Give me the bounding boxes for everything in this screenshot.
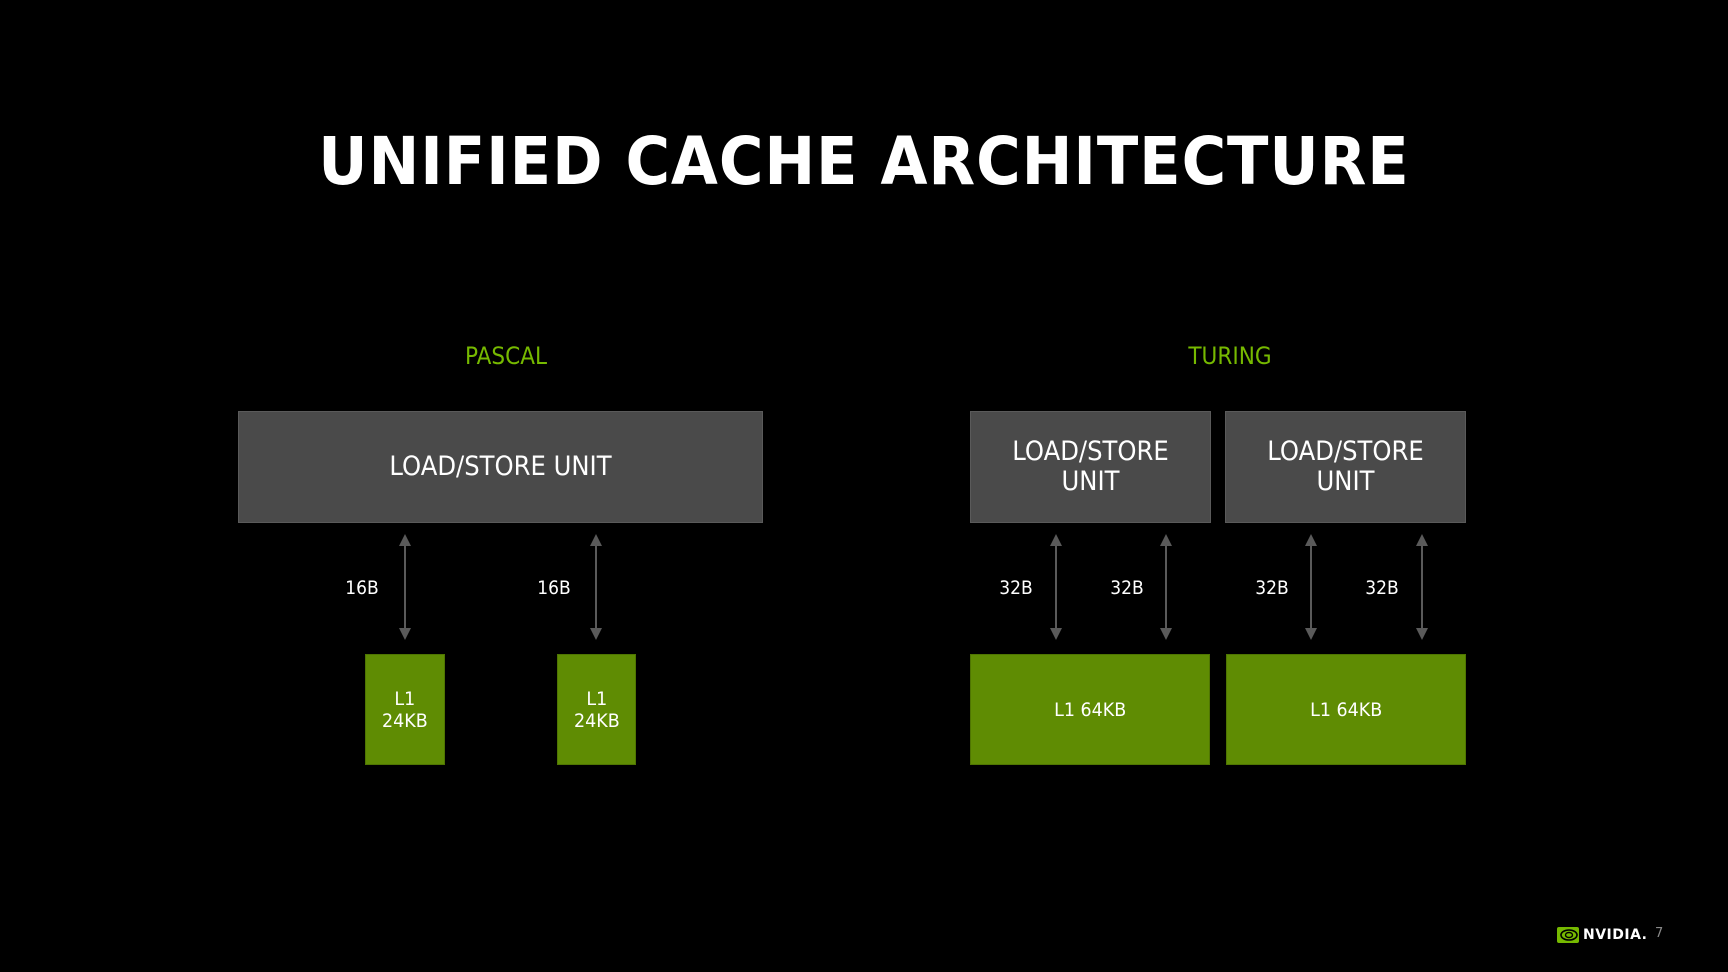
load-store-unit-label: LOAD/STORE UNIT <box>1012 436 1169 497</box>
l1-cache-label: L1 24KB <box>382 687 428 732</box>
turing-bandwidth-label-4: 32B <box>1365 577 1399 599</box>
pascal-load-store-unit: LOAD/STORE UNIT <box>238 411 763 523</box>
bidirectional-arrow-icon <box>399 534 411 640</box>
turing-load-store-unit-1: LOAD/STORE UNIT <box>970 411 1211 523</box>
turing-bandwidth-label-3: 32B <box>1255 577 1289 599</box>
slide-title: UNIFIED CACHE ARCHITECTURE <box>318 123 1410 200</box>
l1-cache-label: L1 64KB <box>1053 698 1127 721</box>
nvidia-wordmark: NVIDIA. <box>1583 927 1648 943</box>
turing-label: TURING <box>1188 342 1272 370</box>
pascal-bandwidth-label-1: 16B <box>345 577 379 599</box>
turing-bandwidth-label-2: 32B <box>1110 577 1144 599</box>
bidirectional-arrow-icon <box>1160 534 1172 640</box>
page-number: 7 <box>1655 926 1664 941</box>
nvidia-logo: NVIDIA. <box>1557 927 1648 943</box>
pascal-l1-cache-1: L1 24KB <box>365 654 445 765</box>
l1-cache-label: L1 64KB <box>1309 698 1383 721</box>
turing-load-store-unit-2: LOAD/STORE UNIT <box>1225 411 1466 523</box>
bidirectional-arrow-icon <box>590 534 602 640</box>
nvidia-eye-icon <box>1557 927 1579 943</box>
bidirectional-arrow-icon <box>1050 534 1062 640</box>
load-store-unit-label: LOAD/STORE UNIT <box>389 451 612 482</box>
l1-cache-label: L1 24KB <box>573 687 620 732</box>
turing-bandwidth-label-1: 32B <box>999 577 1033 599</box>
load-store-unit-label: LOAD/STORE UNIT <box>1267 436 1424 497</box>
bidirectional-arrow-icon <box>1416 534 1428 640</box>
pascal-bandwidth-label-2: 16B <box>537 577 571 599</box>
turing-l1-cache-1: L1 64KB <box>970 654 1210 765</box>
turing-l1-cache-2: L1 64KB <box>1226 654 1466 765</box>
pascal-l1-cache-2: L1 24KB <box>557 654 636 765</box>
pascal-label: PASCAL <box>464 342 548 370</box>
bidirectional-arrow-icon <box>1305 534 1317 640</box>
